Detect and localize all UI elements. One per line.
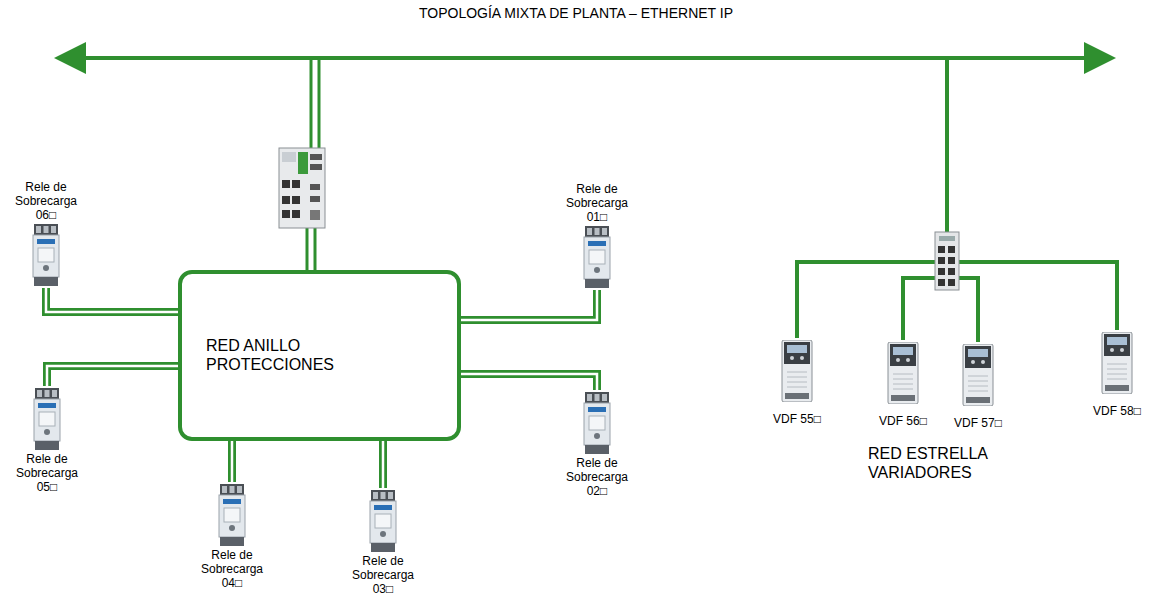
drive-icon [1101,332,1133,394]
device-label: VDF 55□ [762,412,832,426]
cable-outline [379,439,387,488]
ring-network: RED ANILLO PROTECCIONES [178,270,461,441]
drive-node: VDF 56□ [868,340,938,428]
cable-gap [459,290,597,320]
relay-picture [33,386,61,452]
drive-picture [781,338,813,404]
relay-node: Rele de Sobrecarga 03□ [348,488,418,596]
relay-node: Rele de Sobrecarga 06□ [11,180,81,288]
overload-relay-icon [32,224,60,286]
drive-icon [781,340,813,402]
device-label: VDF 58□ [1082,404,1152,418]
drive-node: VDF 57□ [943,342,1013,430]
relay-picture [32,222,60,288]
relay-picture [583,390,611,456]
device-label: Rele de Sobrecarga 05□ [12,452,82,494]
cable-gap [231,439,234,482]
double-cable [47,366,180,386]
overload-relay-icon [33,388,61,450]
relay-picture [218,482,246,548]
device-label: Rele de Sobrecarga 06□ [11,180,81,222]
device-label: Rele de Sobrecarga 02□ [562,456,632,498]
cable-gap [47,366,180,386]
double-cable [459,374,597,390]
drive-icon [962,344,994,406]
device-label: VDF 56□ [868,414,938,428]
star-switch [935,232,959,290]
relay-picture [583,224,611,290]
cable-outline [228,439,236,482]
drive-picture [962,342,994,408]
cable-outline [459,290,597,320]
network-label: RED ANILLO PROTECCIONES [206,336,356,374]
cable-gap [459,374,597,390]
drive-picture [887,340,919,406]
cable-outline [459,374,597,390]
star-wiring [797,58,1117,342]
cable-gap [382,439,385,488]
device-label: VDF 57□ [943,416,1013,430]
overload-relay-icon [218,484,246,546]
drive-node: VDF 58□ [1082,330,1152,418]
relay-node: Rele de Sobrecarga 04□ [197,482,267,590]
cable-outline [46,288,180,312]
diagram-title: TOPOLOGÍA MIXTA DE PLANTA – ETHERNET IP [0,5,1152,21]
drive-node: VDF 55□ [762,338,832,426]
relay-node: Rele de Sobrecarga 05□ [12,386,82,494]
drive-icon [887,342,919,404]
overload-relay-icon [583,392,611,454]
device-label: Rele de Sobrecarga 01□ [562,182,632,224]
relay-node: Rele de Sobrecarga 02□ [562,390,632,498]
overload-relay-icon [369,490,397,552]
ethernet-bus [62,56,1108,60]
double-cable [46,288,180,312]
drive-picture [1101,330,1133,396]
device-label: Rele de Sobrecarga 04□ [197,548,267,590]
relay-node: Rele de Sobrecarga 01□ [562,182,632,290]
cable-gap [46,288,180,312]
network-label: RED ESTRELLA VARIADORES [868,444,1008,482]
ring-switch [279,148,325,228]
double-cable [232,439,233,482]
cable-outline [47,366,180,386]
relay-picture [369,488,397,554]
double-cable [459,290,597,320]
double-cable [383,439,384,488]
device-label: Rele de Sobrecarga 03□ [348,554,418,596]
overload-relay-icon [583,226,611,288]
